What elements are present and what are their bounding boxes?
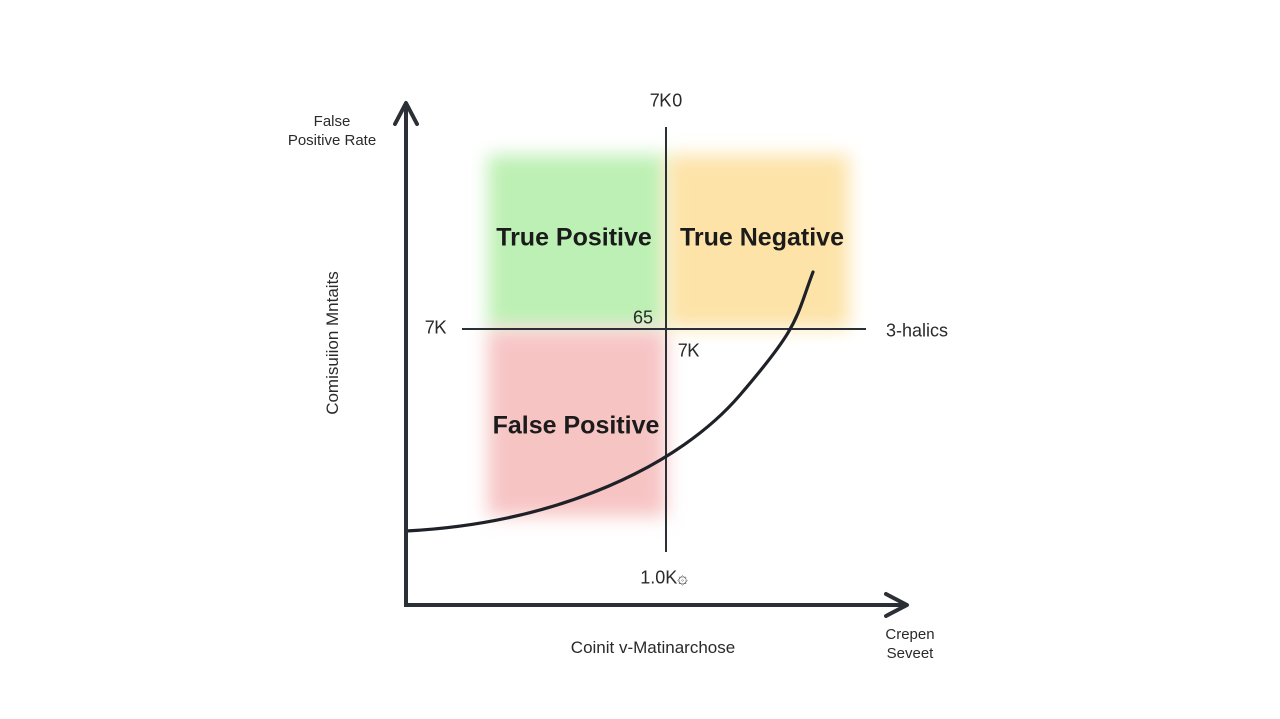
quadrant-false-positive-label: False Positive [492, 411, 660, 440]
right-line-label: 3-halics [885, 320, 949, 341]
x-axis-title: Coinit v-Matinarchose [570, 638, 736, 657]
x-axis-corner-label: Crepen Seveet [885, 626, 935, 662]
center-below-label: 7Ꮶ [677, 340, 701, 361]
top-center-label: 7Ꮶ0 [649, 90, 683, 111]
x-axis-arrowhead [884, 592, 909, 618]
quadrant-true-negative-label: True Negative [680, 223, 844, 252]
quadrant-true-positive-box [488, 155, 666, 328]
curve-line [404, 270, 815, 533]
y-axis-arrowhead [393, 101, 419, 126]
quadrant-true-positive-label: True Positive [496, 223, 652, 252]
bottom-center-label: 1.0K۞ [640, 567, 688, 588]
center-label: 65 [632, 307, 654, 328]
left-line-label: 7Ꮶ [424, 317, 448, 338]
y-axis-title: False Positive Rate [287, 113, 377, 149]
quadrant-false-positive-box [488, 330, 666, 516]
quadrant-true-negative-box [667, 155, 849, 328]
y-axis-side-label: Comisuiion Mntaits [323, 271, 342, 415]
